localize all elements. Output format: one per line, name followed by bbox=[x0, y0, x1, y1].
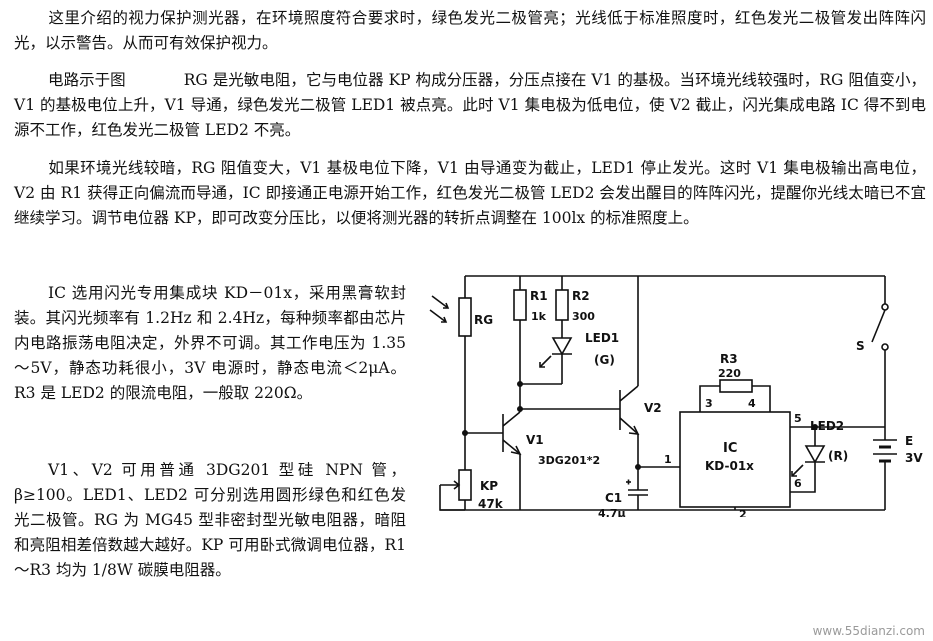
led2-label: LED2 bbox=[810, 419, 844, 433]
capacitor-c1 bbox=[626, 467, 648, 510]
kp-label: KP bbox=[480, 479, 498, 493]
circuit-heading: 电路示于图 bbox=[48, 71, 126, 89]
r2-label: R2 bbox=[572, 289, 590, 303]
c1-label: C1 bbox=[605, 491, 622, 505]
dark-text: 如果环境光线较暗，RG 阻值变大，V1 基极电位下降，V1 由导通变为截止，LE… bbox=[14, 159, 926, 227]
r2-value: 300 bbox=[572, 310, 595, 323]
resistor-r1 bbox=[513, 276, 527, 384]
led1-color-label: (G) bbox=[594, 353, 615, 367]
switch-label: S bbox=[856, 339, 865, 353]
intro-text: 这里介绍的视力保护测光器，在环境照度符合要求时，绿色发光二极管亮；光线低于标准照… bbox=[14, 9, 926, 52]
pin4-label: 4 bbox=[748, 397, 756, 410]
v1-label: V1 bbox=[526, 433, 544, 447]
led2-diode bbox=[790, 427, 826, 493]
transistor-type-label: 3DG201*2 bbox=[538, 454, 600, 467]
pin6-label: 6 bbox=[794, 477, 802, 490]
r3-label: R3 bbox=[720, 352, 738, 366]
battery-value: 3V bbox=[905, 451, 923, 465]
r1-value: 1k bbox=[531, 310, 547, 323]
pin2-label: 2 bbox=[739, 508, 747, 517]
v2-label: V2 bbox=[644, 401, 662, 415]
components-paragraph: V1、V2 可用普通 3DG201 型硅 NPN 管，β≥100。LED1、LE… bbox=[14, 458, 406, 583]
resistor-r3 bbox=[699, 379, 771, 412]
led1-diode bbox=[539, 337, 573, 384]
components-text: V1、V2 可用普通 3DG201 型硅 NPN 管，β≥100。LED1、LE… bbox=[14, 461, 406, 579]
battery-e bbox=[873, 427, 897, 510]
resistor-r2 bbox=[555, 276, 569, 338]
r1-label: R1 bbox=[530, 289, 548, 303]
circuit-text: RG 是光敏电阻，它与电位器 KP 构成分压器，分压点接在 V1 的基极。当环境… bbox=[14, 71, 926, 139]
pin1-label: 1 bbox=[664, 453, 672, 466]
photoresistor-rg bbox=[429, 276, 472, 410]
pin5-label: 5 bbox=[794, 412, 802, 425]
ic-label: IC bbox=[723, 441, 737, 456]
kp-value: 47k bbox=[478, 497, 504, 511]
pin3-label: 3 bbox=[705, 397, 713, 410]
ic-model-label: KD-01x bbox=[705, 459, 754, 473]
transistor-v2 bbox=[520, 276, 640, 467]
c1-value: 4.7μ bbox=[598, 507, 626, 517]
circuit-diagram: RG R1 1k R2 300 LED1 (G) V1 bbox=[429, 275, 923, 517]
watermark: www.55dianzi.com bbox=[812, 624, 925, 638]
battery-label: E bbox=[905, 434, 913, 448]
led2-color-label: (R) bbox=[828, 449, 848, 463]
potentiometer-kp bbox=[439, 433, 472, 511]
dark-paragraph: 如果环境光线较暗，RG 阻值变大，V1 基极电位下降，V1 由导通变为截止，LE… bbox=[14, 156, 926, 231]
r3-value: 220 bbox=[718, 367, 741, 380]
intro-paragraph: 这里介绍的视力保护测光器，在环境照度符合要求时，绿色发光二极管亮；光线低于标准照… bbox=[14, 6, 926, 56]
ic-text: IC 选用闪光专用集成块 KD－01x，采用黑膏软封装。其闪光频率有 1.2Hz… bbox=[14, 284, 406, 402]
switch-s bbox=[871, 276, 889, 427]
ic-paragraph: IC 选用闪光专用集成块 KD－01x，采用黑膏软封装。其闪光频率有 1.2Hz… bbox=[14, 281, 406, 406]
led1-label: LED1 bbox=[585, 331, 619, 345]
rg-label: RG bbox=[474, 313, 493, 327]
